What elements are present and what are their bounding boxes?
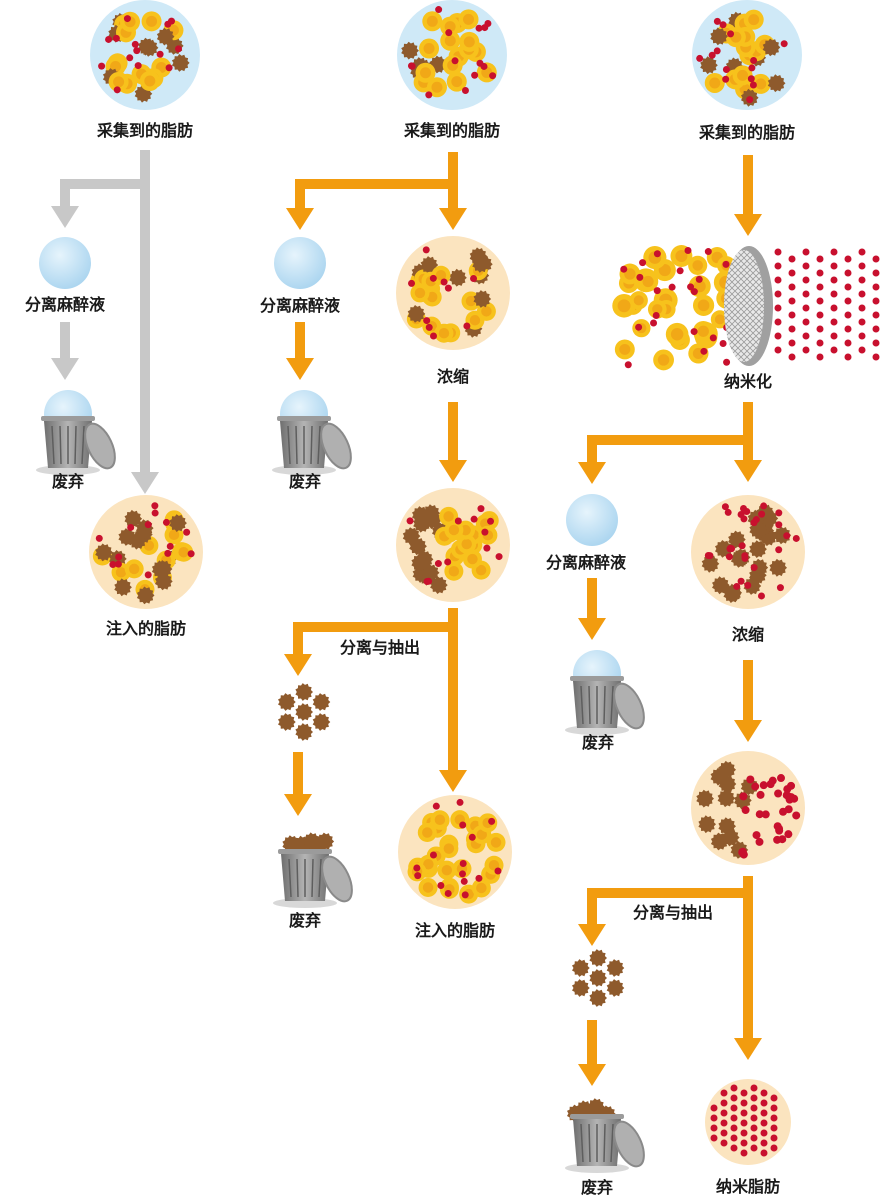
label-concentrate-3: 浓缩 (732, 625, 764, 644)
arrowhead-c3-main3 (734, 720, 762, 742)
label-nanonize: 纳米化 (724, 372, 772, 391)
nano-concentrate-circle (691, 495, 805, 609)
arrowhead-c3-discard1 (578, 618, 606, 640)
arrowhead-c3-discard2 (578, 1064, 606, 1086)
trash-can-icon-2 (272, 390, 352, 475)
arrowhead-c1-discard (51, 358, 79, 380)
injected-fat-circle-2 (398, 795, 512, 909)
label-injected-fat-1: 注入的脂肪 (106, 619, 186, 638)
label-discard-4: 废弃 (582, 733, 614, 752)
arrowhead-c3-main1 (734, 214, 762, 236)
label-nano-fat: 纳米脂肪 (716, 1177, 780, 1196)
injected-fat-circle-1 (89, 495, 203, 609)
nano-mixed-content (696, 760, 801, 859)
collected-fat-circle-3 (692, 0, 802, 110)
label-collected-fat-3: 采集到的脂肪 (698, 123, 795, 142)
label-discard-1: 废弃 (52, 472, 84, 491)
fibrous-cluster-1 (278, 683, 331, 741)
label-collected-fat-2: 采集到的脂肪 (403, 121, 500, 140)
anesthetic-fluid-ball-3 (566, 494, 618, 546)
arrowhead-c2-main2 (439, 460, 467, 482)
fibrous-cluster-2 (572, 949, 625, 1007)
arrowhead-c2-discard2 (284, 794, 312, 816)
arrowhead-c2-extract (284, 654, 312, 676)
nano-fat-circle (705, 1079, 791, 1165)
diagram-nodes (36, 0, 880, 1173)
arrow-c2-branch (295, 179, 453, 210)
arrowhead-c3-main2 (734, 460, 762, 482)
arrowhead-c1-branch (51, 206, 79, 228)
arrowhead-c2-main1 (439, 208, 467, 230)
arrowhead-c3-extract (578, 924, 606, 946)
flow-arrows (51, 150, 762, 1086)
label-injected-fat-2: 注入的脂肪 (415, 921, 495, 940)
arrow-c2-extract (293, 622, 453, 654)
label-concentrate-2: 浓缩 (437, 367, 469, 386)
arrowhead-c2-discard1 (286, 358, 314, 380)
label-collected-fat-1: 采集到的脂肪 (96, 121, 193, 140)
concentrated-mixed-circle-2 (396, 488, 510, 602)
arrow-c1-branch (60, 179, 145, 210)
concentrated-fat-circle-2 (396, 236, 510, 350)
anesthetic-fluid-ball-2 (274, 237, 326, 289)
label-discard-3: 废弃 (289, 911, 321, 930)
trash-can-icon-4 (565, 650, 645, 735)
arrowhead-c3-branch (578, 462, 606, 484)
diagram-labels: 采集到的脂肪 分离麻醉液 废弃 注入的脂肪 采集到的脂肪 分离麻醉液 浓缩 废弃… (25, 121, 795, 1197)
arrowhead-c2-main3 (439, 770, 467, 792)
label-separate-anesthetic-3: 分离麻醉液 (546, 553, 627, 572)
arrowhead-c2-branch (286, 208, 314, 230)
label-discard-2: 废弃 (289, 472, 321, 491)
arrow-c3-branch (587, 435, 748, 462)
arrowhead-c3-main4 (734, 1038, 762, 1060)
label-discard-5: 废弃 (581, 1178, 613, 1197)
label-separate-anesthetic-1: 分离麻醉液 (25, 295, 106, 314)
nanonize-filter-stage (612, 245, 880, 371)
collected-fat-circle-2 (397, 0, 507, 110)
label-separate-extract-3: 分离与抽出 (633, 903, 713, 922)
trash-can-icon-5 (565, 1098, 645, 1173)
trash-can-icon-3 (273, 832, 353, 908)
trash-can-icon-1 (36, 390, 116, 475)
arrowhead-c1-main (131, 472, 159, 494)
label-separate-anesthetic-2: 分离麻醉液 (260, 296, 341, 315)
label-separate-extract-2: 分离与抽出 (340, 638, 420, 657)
anesthetic-fluid-ball-1 (39, 237, 91, 289)
arrow-c3-extract (587, 888, 748, 924)
collected-fat-circle-1 (90, 0, 200, 110)
